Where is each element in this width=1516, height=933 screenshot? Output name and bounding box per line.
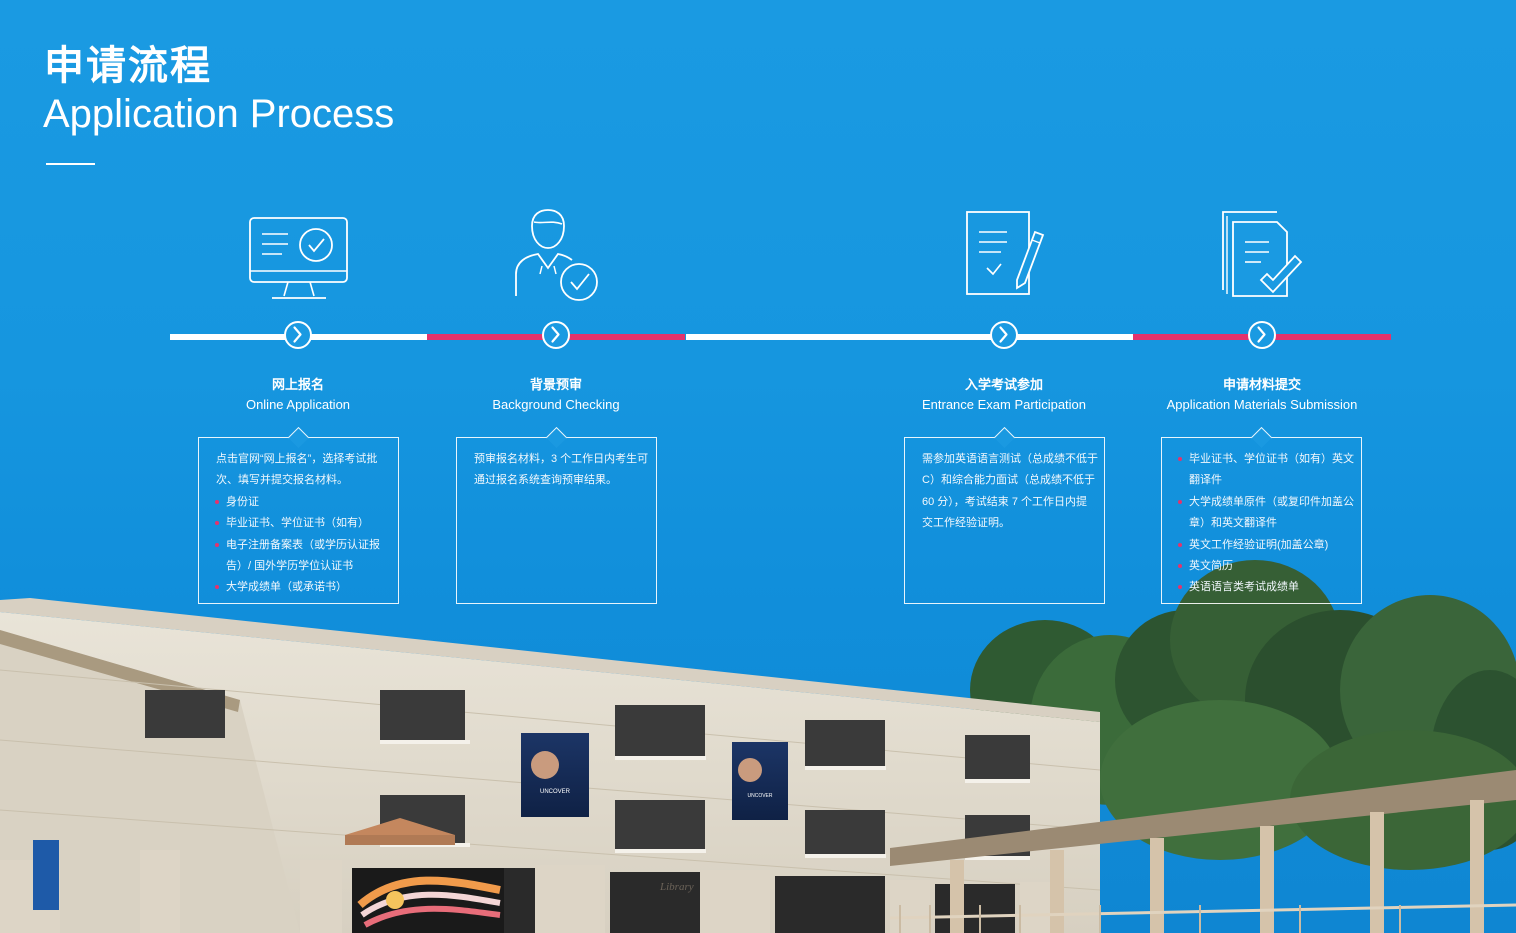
step-2-details-box: 预审报名材料，3 个工作日内考生可通过报名系统查询预审结果。 <box>456 426 657 604</box>
banner-text-left: UNCOVER <box>540 789 571 795</box>
bullet-dot <box>1178 499 1182 504</box>
step-1-title-cn: 网上报名 <box>271 377 324 392</box>
list-item: 电子注册备案表（或学历认证报告）/ 国外学历学位认证书 <box>215 535 392 578</box>
page-title-en: Application Process <box>43 92 395 136</box>
page-title-cn: 申请流程 <box>44 44 212 88</box>
step-1-intro: 点击官网“网上报名”，选择考试批次、填写并提交报名材料。 <box>216 453 378 487</box>
timeline-segment-white <box>686 334 1133 340</box>
step-2-intro: 预审报名材料，3 个工作日内考生可通过报名系统查询预审结果。 <box>474 453 649 487</box>
bullet-dot <box>215 499 219 504</box>
bullet-dot <box>1178 585 1182 590</box>
chevron-right-icon <box>1257 326 1266 343</box>
bullet-dot <box>215 585 219 590</box>
step-3-title-cn: 入学考试参加 <box>964 377 1043 392</box>
list-item-text: 毕业证书、学位证书（如有）英文翻译件 <box>1189 453 1354 487</box>
step-2-marker <box>542 321 570 349</box>
step-3-marker <box>990 321 1018 349</box>
campus-banner: UNCOVER UNCOVER <box>521 733 788 820</box>
list-item-text: 电子注册备案表（或学历认证报告）/ 国外学历学位认证书 <box>226 538 380 573</box>
list-item: 大学成绩单（或承诺书） <box>215 577 392 598</box>
step-3-intro: 需参加英语语言测试（总成绩不低于 C）和综合能力面试（总成绩不低于 60 分），… <box>922 453 1098 530</box>
campus-sign <box>33 840 59 910</box>
step-4-title-en: Application Materials Submission <box>1166 397 1358 412</box>
list-item-text: 大学成绩单原件（或复印件加盖公章）和英文翻译件 <box>1189 495 1354 530</box>
bullet-dot <box>215 542 219 547</box>
person-check-icon <box>515 209 598 301</box>
chevron-right-icon <box>551 326 560 343</box>
list-item-text: 英文简历 <box>1189 560 1233 573</box>
step-4-title-cn: 申请材料提交 <box>1222 377 1301 392</box>
step-3-details-box: 需参加英语语言测试（总成绩不低于 C）和综合能力面试（总成绩不低于 60 分），… <box>904 426 1105 604</box>
list-item: 英文简历 <box>1178 556 1355 577</box>
bullet-dot <box>1178 542 1182 547</box>
list-item: 毕业证书、学位证书（如有） <box>215 513 392 534</box>
list-item: 大学成绩单原件（或复印件加盖公章）和英文翻译件 <box>1178 492 1355 535</box>
step-1-title-en: Online Application <box>245 397 351 412</box>
chevron-right-icon <box>293 326 302 343</box>
list-item-text: 毕业证书、学位证书（如有） <box>226 517 369 530</box>
title-divider <box>46 163 95 165</box>
monitor-check-icon <box>249 217 348 299</box>
list-item: 身份证 <box>215 492 392 513</box>
list-item-text: 英文工作经验证明(加盖公章) <box>1189 538 1329 551</box>
bullet-dot <box>215 521 219 526</box>
list-item: 英语语言类考试成绩单 <box>1178 577 1355 598</box>
banner-text-right: UNCOVER <box>747 793 772 799</box>
step-1-marker <box>284 321 312 349</box>
list-item: 英文工作经验证明(加盖公章) <box>1178 535 1355 556</box>
balcony-rails <box>380 740 1030 860</box>
step-1-details-box: 点击官网“网上报名”，选择考试批次、填写并提交报名材料。 身份证 毕业证书、学位… <box>198 426 399 604</box>
step-3-title-en: Entrance Exam Participation <box>921 397 1087 412</box>
step-4-marker <box>1248 321 1276 349</box>
bullet-dot <box>1178 457 1182 461</box>
list-item-text: 大学成绩单（或承诺书） <box>226 581 347 594</box>
bullet-dot <box>1178 564 1182 569</box>
step-2-title-cn: 背景预审 <box>529 377 582 392</box>
ground-floor-openings <box>425 868 1015 933</box>
list-item-text: 身份证 <box>226 495 259 508</box>
mural-artwork <box>352 868 504 933</box>
list-item-text: 英语语言类考试成绩单 <box>1189 581 1299 594</box>
library-sign: Library <box>659 881 694 893</box>
chevron-right-icon <box>999 326 1008 343</box>
step-2-title-en: Background Checking <box>492 397 620 412</box>
list-item: 毕业证书、学位证书（如有）英文翻译件 <box>1178 449 1355 492</box>
documents-check-icon <box>1222 211 1303 297</box>
document-pen-icon <box>966 211 1045 295</box>
step-4-details-box: 毕业证书、学位证书（如有）英文翻译件 大学成绩单原件（或复印件加盖公章）和英文翻… <box>1161 426 1362 604</box>
colonnade <box>889 770 1516 933</box>
